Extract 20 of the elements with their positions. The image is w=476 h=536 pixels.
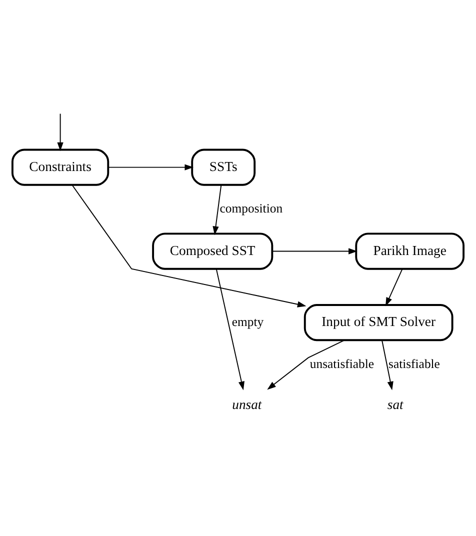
arrow: [72, 184, 306, 307]
node-box: Input of SMT Solver: [304, 304, 454, 341]
arrow: [382, 340, 394, 390]
node-box: Constraints: [11, 148, 110, 186]
edge-label: empty: [232, 314, 264, 328]
edge-label: unsatisfiable: [310, 356, 374, 370]
node-box: SSTs: [191, 148, 256, 186]
edge-label: satisfiable: [388, 356, 440, 370]
arrow: [385, 268, 403, 306]
arrow: [57, 112, 64, 151]
node-text: unsat: [232, 396, 262, 412]
arrow: [212, 184, 222, 235]
node-box: Parikh Image: [355, 232, 465, 270]
arrow: [216, 268, 244, 390]
node-box: Composed SST: [152, 232, 274, 270]
edge-label: composition: [220, 201, 283, 216]
arrow: [108, 164, 194, 170]
arrow: [272, 248, 358, 254]
arrow: [267, 339, 345, 390]
node-text: sat: [387, 396, 404, 412]
